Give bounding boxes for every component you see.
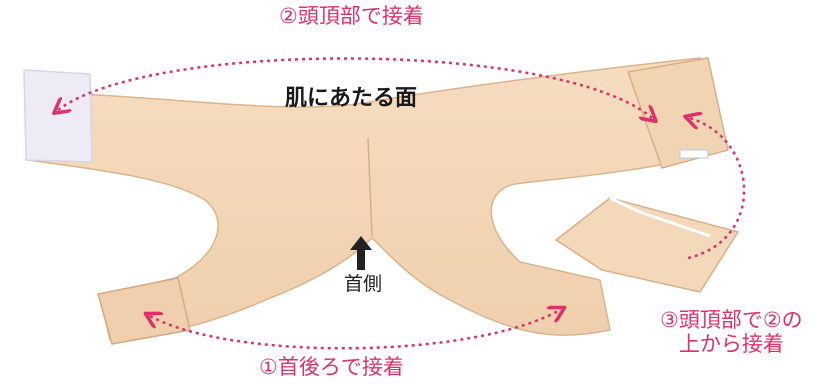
top-instruction-label: ②頭頂部で接着 bbox=[279, 4, 424, 28]
fabric-seam bbox=[367, 137, 373, 237]
right-instruction-line2: 上から接着 bbox=[678, 332, 784, 357]
right-end-tab bbox=[626, 57, 729, 169]
neck-side-label: 首側 bbox=[344, 273, 383, 295]
left-strap-velcro bbox=[97, 277, 191, 345]
fabric-main-body bbox=[27, 57, 725, 341]
bottom-instruction-label: ①首後ろで接着 bbox=[259, 355, 404, 379]
arrow-up-icon bbox=[350, 236, 372, 270]
folded-strap-edge bbox=[609, 196, 711, 238]
bottom-dotted-arrow bbox=[150, 310, 560, 350]
top-dotted-arrow bbox=[58, 57, 652, 118]
right-instruction-line1: ③頭頂部で②の bbox=[660, 308, 803, 332]
skin-side-label: 肌にあたる面 bbox=[285, 86, 418, 111]
left-velcro-tab bbox=[23, 69, 93, 163]
product-tag bbox=[679, 149, 709, 159]
right-instruction-label: ③頭頂部で②の 上から接着 bbox=[660, 308, 803, 356]
folded-right-strap bbox=[554, 197, 740, 293]
